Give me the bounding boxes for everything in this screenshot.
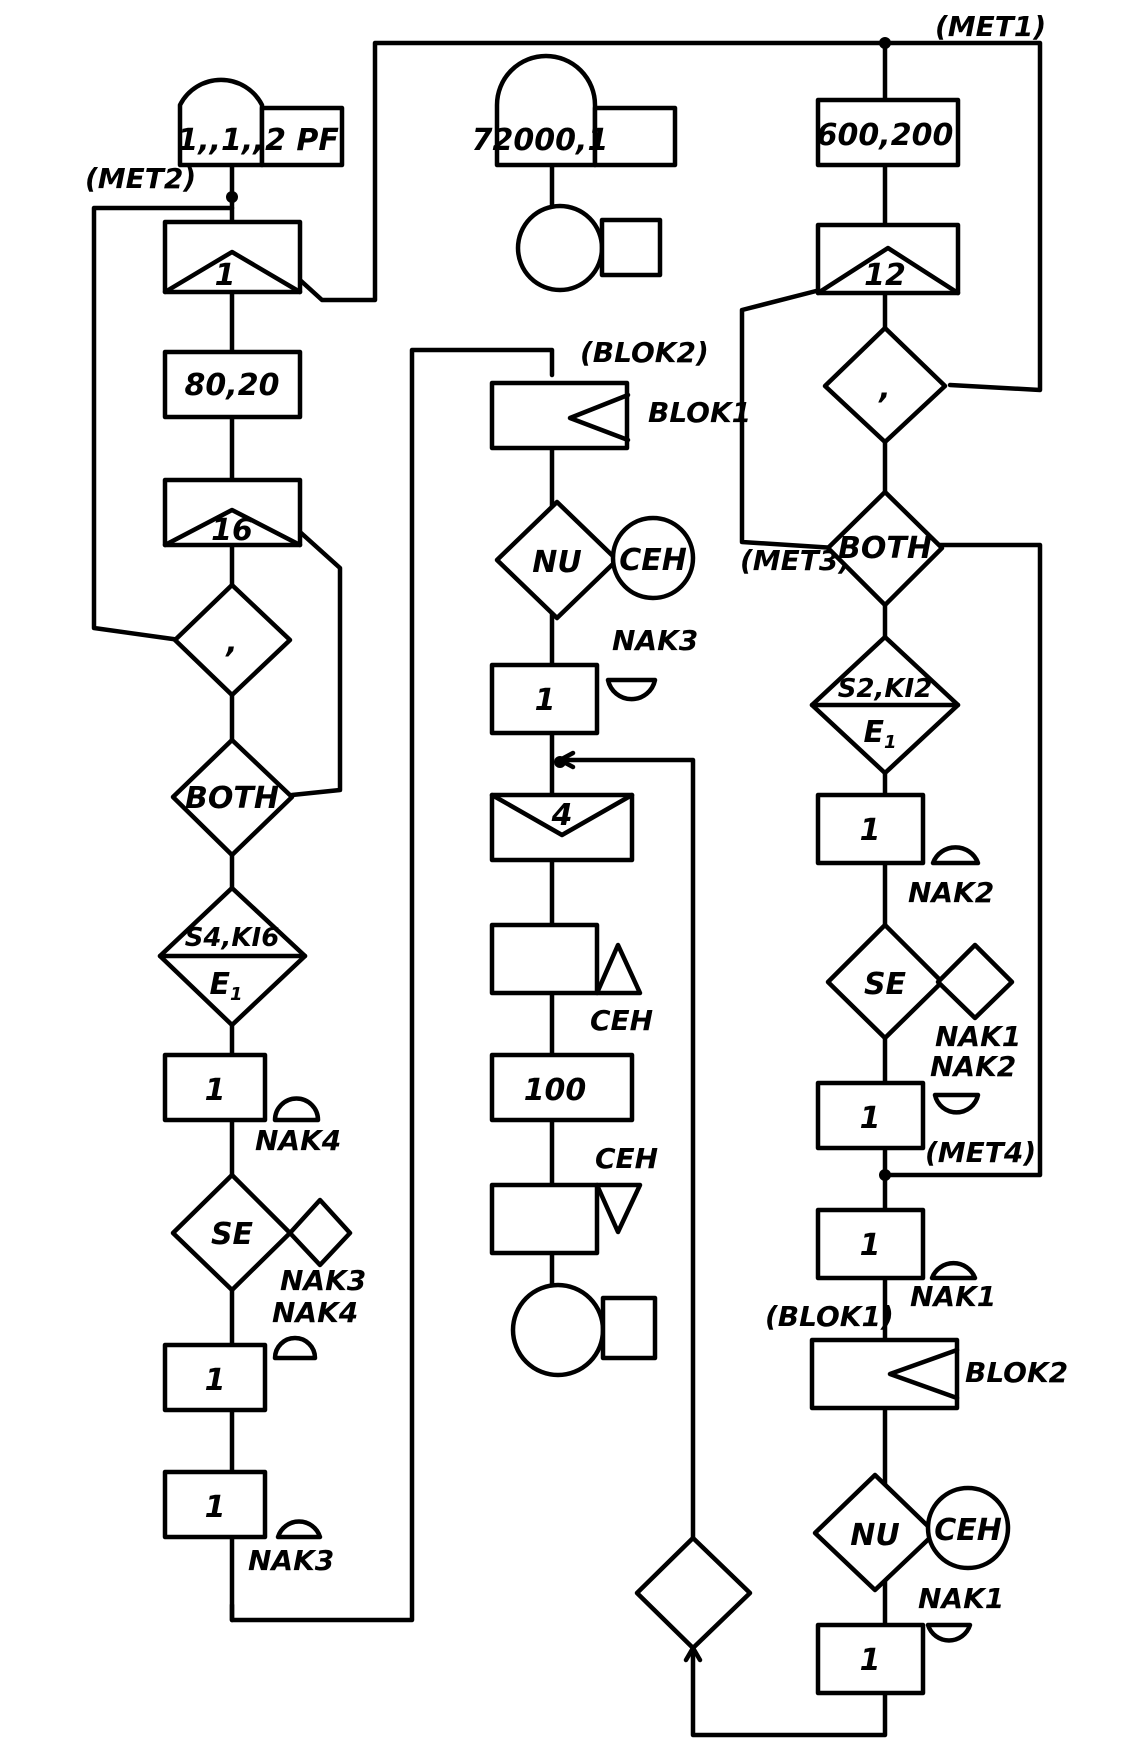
col2-assign-block bbox=[489, 922, 643, 996]
col3-logic-diamond bbox=[825, 489, 945, 608]
col2-nu-block bbox=[494, 499, 696, 621]
col1-logic-label: BOTH bbox=[185, 781, 279, 816]
blok1-label: BLOK1 bbox=[648, 396, 751, 429]
col1-gate-block bbox=[157, 885, 308, 1028]
col3-select-label: SE bbox=[864, 967, 907, 1002]
col2-enter-block bbox=[489, 792, 635, 863]
col2-advance-block bbox=[489, 1052, 635, 1123]
col3-logic-label: BOTH bbox=[838, 531, 932, 566]
col3-seize-block bbox=[815, 792, 981, 866]
col1-release-label: 1 bbox=[205, 1363, 226, 1398]
met1-label: (MET1) bbox=[935, 10, 1046, 43]
col1-gate-bottom-letter: E bbox=[209, 967, 230, 1002]
col3-ceh-label: CEH bbox=[934, 1513, 1002, 1548]
col1-select-block bbox=[170, 1172, 353, 1293]
junction-dots bbox=[226, 37, 891, 1181]
blok1-ref-label: (BLOK1) bbox=[765, 1300, 894, 1333]
col3-test-diamond bbox=[822, 325, 948, 445]
col1-generate-label-b: 2 PF bbox=[265, 123, 339, 158]
col1-queue-block bbox=[162, 219, 303, 295]
col2-seize-block bbox=[489, 662, 658, 736]
col3-queue-block bbox=[815, 222, 961, 296]
col3-nak1-label: NAK1 bbox=[935, 1020, 1021, 1053]
col1-seize-block bbox=[162, 1052, 321, 1123]
col2-generate-label: 72000,1 bbox=[472, 123, 609, 158]
col3-advance-label: 600,200 bbox=[817, 118, 954, 153]
col1-advance-label: 80,20 bbox=[185, 368, 280, 403]
col3-release-label: 1 bbox=[860, 1101, 881, 1136]
col2-advance-label: 100 bbox=[524, 1073, 587, 1108]
col1-nak3-label-b: NAK3 bbox=[248, 1544, 334, 1577]
col3-release1-label: 1 bbox=[860, 1643, 881, 1678]
col2-ceh-label-b: CEH bbox=[595, 1142, 658, 1175]
col1-advance-block bbox=[162, 349, 303, 420]
col1-release2-label: 1 bbox=[205, 1490, 226, 1525]
met4-label: (MET4) bbox=[925, 1136, 1036, 1169]
col1-queue16-label: 16 bbox=[211, 513, 253, 548]
col2-nak3-label: NAK3 bbox=[612, 624, 698, 657]
col2-ceh-label: CEH bbox=[619, 543, 687, 578]
col1-gate-subscript: 1 bbox=[230, 984, 243, 1005]
col3-nak2-label: NAK2 bbox=[908, 876, 994, 909]
col3-advance-block bbox=[815, 97, 961, 168]
col1-test-label: , bbox=[224, 625, 237, 660]
col3-nak1-label-c: NAK1 bbox=[918, 1582, 1004, 1615]
col2-terminate-bottom bbox=[510, 1282, 658, 1378]
col1-release2-block bbox=[162, 1469, 323, 1540]
col1-test-diamond bbox=[172, 582, 293, 698]
blok2-ref-label: (BLOK2) bbox=[580, 336, 709, 369]
col3-nu-label: NU bbox=[850, 1518, 899, 1553]
col2-loop-diamond bbox=[634, 1535, 753, 1651]
col3-nak2-label-b: NAK2 bbox=[930, 1050, 1016, 1083]
col3-transfer-block bbox=[809, 1337, 960, 1411]
col1-seize-label: 1 bbox=[205, 1073, 226, 1108]
col3-seize1-label: 1 bbox=[860, 1228, 881, 1263]
col1-generate-label-a: 1,,1,, bbox=[177, 123, 264, 158]
col3-seize-label: 1 bbox=[860, 813, 881, 848]
col3-gate-bottom-label: E1 bbox=[863, 715, 896, 753]
col3-gate-block bbox=[809, 634, 961, 776]
col3-nu-block bbox=[812, 1472, 1011, 1593]
col2-leave-block bbox=[489, 1182, 643, 1256]
col3-release1-block bbox=[815, 1622, 973, 1696]
col1-queue16-block bbox=[162, 477, 303, 548]
col3-queue-label: 12 bbox=[864, 258, 906, 293]
col2-ceh-label-a: CEH bbox=[590, 1004, 653, 1037]
col2-enter-label: 4 bbox=[551, 798, 573, 833]
col3-seize1-block bbox=[815, 1207, 978, 1281]
col2-seize-label: 1 bbox=[535, 683, 556, 718]
col1-generate-block bbox=[177, 77, 345, 168]
col3-test-label: , bbox=[877, 371, 890, 406]
col3-release-block bbox=[815, 1080, 981, 1151]
col3-gate-top-label: S2,KI2 bbox=[838, 674, 933, 704]
col1-select-label: SE bbox=[211, 1217, 254, 1252]
col1-queue-label: 1 bbox=[215, 258, 236, 293]
col3-gate-bottom-letter: E bbox=[863, 715, 884, 750]
col3-nak1-label-b: NAK1 bbox=[910, 1280, 996, 1313]
col2-nu-label: NU bbox=[532, 545, 581, 580]
col3-select-block bbox=[825, 922, 1015, 1041]
col2-generate-block bbox=[494, 53, 678, 168]
col2-terminate-top bbox=[515, 203, 663, 293]
col1-release-block bbox=[162, 1335, 318, 1413]
col3-gate-subscript: 1 bbox=[884, 732, 897, 753]
col1-nak4-label-b: NAK4 bbox=[272, 1296, 358, 1329]
met2-label: (MET2) bbox=[85, 162, 196, 195]
col1-logic-diamond bbox=[170, 737, 295, 858]
col1-nak3-label-a: NAK3 bbox=[280, 1264, 366, 1297]
col1-gate-bottom-label: E1 bbox=[209, 967, 242, 1005]
col1-gate-top-label: S4,KI6 bbox=[185, 923, 280, 953]
col2-transfer-block bbox=[489, 380, 631, 451]
col1-nak4-label: NAK4 bbox=[255, 1124, 341, 1157]
blok2-label: BLOK2 bbox=[965, 1356, 1068, 1389]
